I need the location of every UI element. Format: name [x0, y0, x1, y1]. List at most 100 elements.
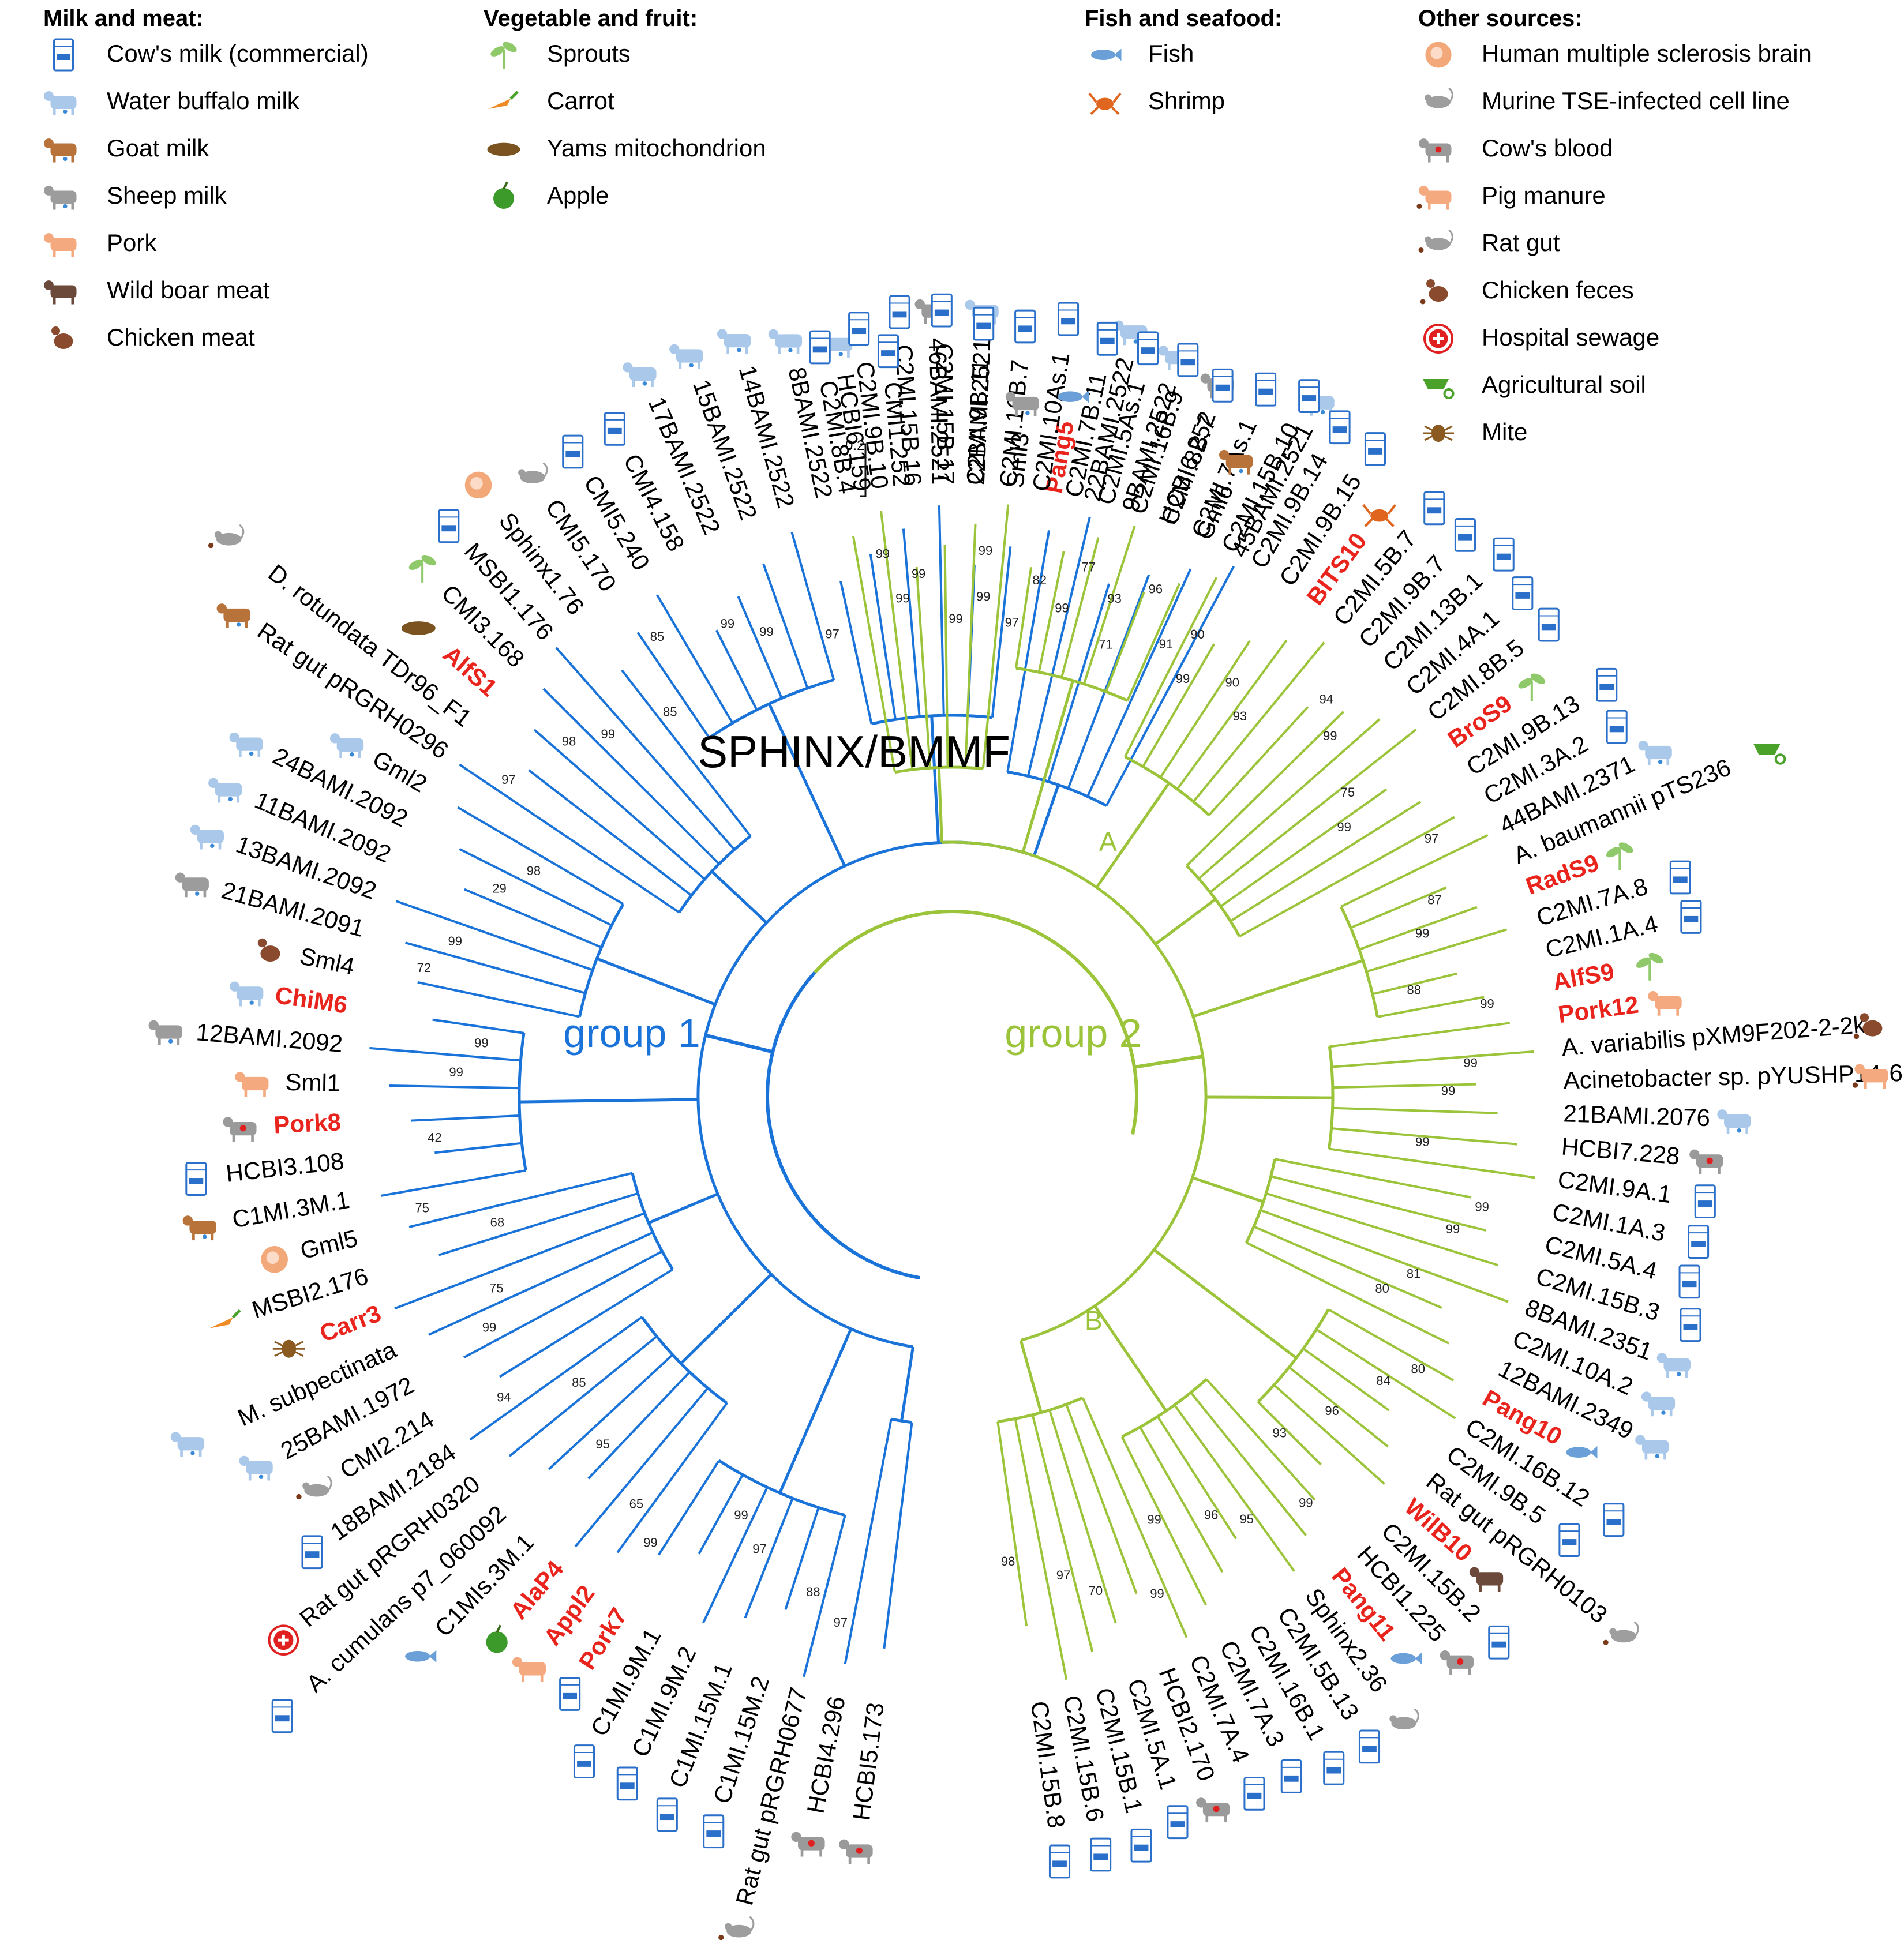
- legend-item-label: Cow's blood: [1482, 134, 1613, 162]
- cow-blood-icon: [839, 1839, 873, 1864]
- bootstrap-value: 99: [1150, 1586, 1164, 1601]
- bootstrap-value: 70: [1089, 1583, 1103, 1598]
- subgroup-b-label: B: [1085, 1305, 1103, 1335]
- apple-icon: [493, 181, 514, 209]
- tree-branch: [869, 554, 897, 720]
- milk-carton-icon: [604, 411, 625, 446]
- tree-branch: [839, 581, 873, 725]
- tree-branch: [744, 1498, 794, 1619]
- tree-branch: [528, 769, 692, 896]
- leaf-label: Sml3: [1001, 431, 1034, 489]
- tree-branch: [434, 1142, 522, 1154]
- tree-branch: [1372, 972, 1458, 996]
- buffalo-icon: [1641, 1391, 1676, 1417]
- leaf-icons: [148, 293, 1888, 1941]
- milk-carton-icon: [1255, 372, 1277, 407]
- tree-branch: [542, 688, 720, 865]
- bootstrap-value: 98: [562, 734, 576, 748]
- milk-carton-icon: [1680, 1308, 1701, 1342]
- tree-branch: [964, 523, 977, 768]
- milk-carton-icon: [1212, 368, 1234, 403]
- tree-branch: [1086, 568, 1192, 797]
- milk-carton-icon: [1014, 309, 1036, 344]
- tree-branch: [1273, 1384, 1385, 1485]
- group2-label: group 2: [1005, 1011, 1141, 1056]
- milk-carton-icon: [889, 295, 910, 329]
- bootstrap-value: 97: [501, 772, 515, 787]
- tree-branch: [463, 1250, 663, 1359]
- rat-icon: [718, 1916, 755, 1941]
- cow-blood-icon: [1196, 1797, 1230, 1823]
- bootstrap-value: 99: [1446, 1222, 1460, 1236]
- leaf-labels: 45BAMI.2521Gml6HCBI6.2529BAMI.252222BAMI…: [195, 337, 1903, 1908]
- bootstrap-value: 85: [663, 705, 677, 719]
- legend-item-label: Rat gut: [1482, 229, 1560, 256]
- legend-item-label: Pig manure: [1482, 182, 1606, 209]
- bootstrap-value: 95: [595, 1437, 609, 1451]
- tree-branch: [1142, 643, 1216, 768]
- bootstrap-value: 96: [1204, 1507, 1218, 1522]
- tree-branch: [410, 1114, 520, 1122]
- tree-branch: [1253, 1225, 1442, 1309]
- milk-carton-icon: [656, 1797, 678, 1832]
- tree-branch: [1065, 1403, 1138, 1594]
- tree-branch: [519, 1098, 699, 1104]
- sprout-icon: [490, 42, 517, 69]
- bootstrap-value: 88: [806, 1585, 820, 1599]
- leaf-label: 46BAMI.2521: [924, 337, 954, 485]
- tree-branch: [469, 1316, 643, 1441]
- legend: Milk and meat:Cow's milk (commercial)Wat…: [43, 6, 1812, 445]
- milk-carton-icon: [559, 1677, 581, 1711]
- bootstrap-value: 99: [1441, 1084, 1455, 1098]
- tree-branch: [1159, 640, 1251, 778]
- tree-branch: [621, 669, 752, 837]
- tree-branch: [696, 840, 1035, 1349]
- tree-branch: [902, 528, 921, 717]
- sewage-icon: [1423, 324, 1453, 354]
- legend-item-label: Sprouts: [547, 40, 631, 67]
- tree-branch: [1031, 1414, 1094, 1653]
- milk-carton-icon: [1280, 1759, 1302, 1793]
- tree-branch: [996, 1421, 1028, 1627]
- tree-branch: [790, 532, 835, 681]
- tree-branch: [459, 763, 680, 914]
- buffalo-icon: [44, 91, 77, 115]
- yam-icon: [401, 621, 436, 635]
- buffalo-icon: [239, 1455, 273, 1481]
- mouse-icon: [518, 462, 548, 484]
- bootstrap-value: 71: [1099, 637, 1112, 652]
- tree-branch: [408, 1172, 633, 1228]
- tree-branch: [1192, 641, 1325, 802]
- bootstrap-value: 99: [1055, 601, 1069, 615]
- tree-branch: [1126, 583, 1181, 701]
- legend-item-label: Shrimp: [1148, 87, 1225, 114]
- milk-carton-icon: [1167, 1805, 1189, 1840]
- tree-branch: [1067, 574, 1150, 789]
- milk-carton-icon: [1323, 1751, 1345, 1785]
- legend-item-label: Apple: [547, 182, 609, 209]
- tree-branch: [680, 1273, 773, 1365]
- bootstrap-value: 42: [428, 1130, 441, 1144]
- milk-carton-icon: [1243, 1776, 1265, 1811]
- pig-icon: [44, 233, 77, 257]
- bootstrap-value: 81: [1407, 1266, 1420, 1281]
- bootstrap-value: 99: [1337, 820, 1351, 834]
- tree-branch: [1331, 1050, 1535, 1068]
- bootstrap-value: 68: [490, 1215, 504, 1229]
- tree-branch: [879, 511, 914, 770]
- tree-branch: [596, 957, 716, 1006]
- phylogenetic-tree: 45BAMI.2521Gml6HCBI6.2529BAMI.252222BAMI…: [148, 293, 1903, 1941]
- tree-branch: [1208, 706, 1309, 816]
- bootstrap-value: 99: [949, 611, 962, 626]
- sprout-icon: [408, 554, 436, 583]
- apple-icon: [486, 1624, 508, 1653]
- goat-icon: [1219, 449, 1253, 475]
- boar-icon: [44, 280, 77, 305]
- milk-carton-icon: [931, 293, 953, 328]
- chicken-feces-icon: [1853, 1013, 1883, 1039]
- tree-branch: [813, 910, 1138, 1135]
- milk-carton-icon: [271, 1699, 293, 1733]
- scale-bar: 0.2: [845, 438, 867, 497]
- carrot-icon: [488, 91, 519, 109]
- tree-branch: [1331, 1127, 1517, 1146]
